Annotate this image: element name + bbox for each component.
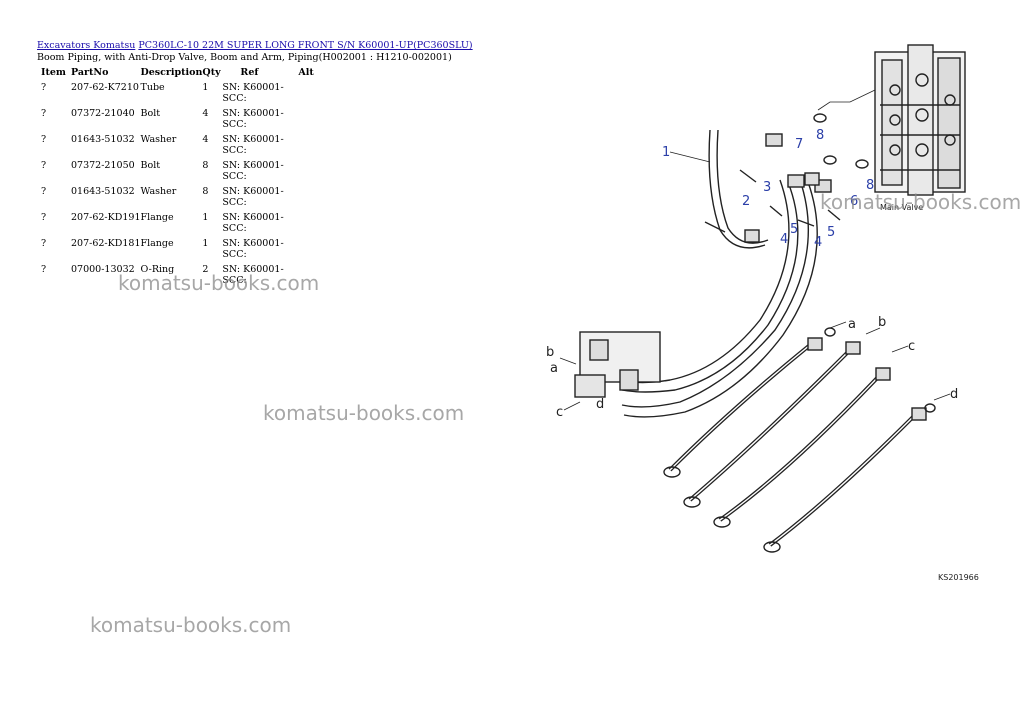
callout-5a: 5 [790, 222, 798, 237]
header-item: Item [41, 66, 66, 78]
header-qty: Qty [202, 66, 221, 78]
cell-description: Washer [140, 134, 177, 145]
callout-c-left: c [556, 405, 563, 420]
header-ref: Ref [240, 66, 259, 78]
cell-alt [298, 212, 318, 238]
parts-table: Item PartNo Description Qty Ref Alt ? 20… [37, 66, 318, 290]
callout-d-left: d [596, 397, 604, 412]
cell-item: ? [41, 212, 47, 223]
cell-ref: SN: K60001-SCC: [222, 264, 284, 286]
callout-a-right: a [848, 317, 856, 332]
callout-b-right: b [878, 315, 886, 330]
table-row: ? 07372-21040 Bolt 4 SN: K60001-SCC: [37, 108, 318, 134]
callout-d-right: d [950, 387, 958, 402]
cell-ref: SN: K60001-SCC: [222, 108, 284, 130]
cell-item: ? [41, 108, 47, 119]
callout-6: 6 [850, 194, 858, 209]
cell-item: ? [41, 264, 47, 275]
cell-item: ? [41, 160, 47, 171]
callout-b-left: b [546, 345, 554, 360]
parts-diagram: 1 2 3 4 4 5 5 6 7 8 8 a b c d b a c d Ma… [546, 44, 979, 582]
cell-ref: SN: K60001-SCC: [222, 134, 284, 156]
callout-2: 2 [742, 194, 750, 209]
cell-qty: 4 [202, 134, 209, 145]
cell-description: Tube [140, 82, 165, 93]
header-alt: Alt [298, 66, 314, 78]
cell-ref: SN: K60001-SCC: [222, 212, 284, 234]
table-row: ? 07372-21050 Bolt 8 SN: K60001-SCC: [37, 160, 318, 186]
callout-4a: 4 [780, 232, 788, 247]
cell-qty: 8 [202, 160, 209, 171]
cell-item: ? [41, 134, 47, 145]
cell-qty: 1 [202, 212, 209, 223]
table-row: ? 207-62-K7210 Tube 1 SN: K60001-SCC: [37, 82, 318, 108]
watermark: komatsu-books.com [820, 190, 1022, 214]
callout-a-left: a [550, 361, 558, 376]
cell-partno: 07372-21050 [71, 160, 135, 171]
cell-alt [298, 238, 318, 264]
header-description: Description [140, 66, 203, 78]
cell-alt [298, 134, 318, 160]
callout-3: 3 [763, 180, 771, 195]
main-valve-label: Main Valve [880, 203, 923, 212]
table-row: ? 01643-51032 Washer 4 SN: K60001-SCC: [37, 134, 318, 160]
cell-ref: SN: K60001-SCC: [222, 82, 284, 104]
cell-partno: 07000-13032 [71, 264, 135, 275]
callout-8b: 8 [866, 178, 874, 193]
cell-ref: SN: K60001-SCC: [222, 186, 284, 208]
cell-alt [298, 186, 318, 212]
callout-8a: 8 [816, 128, 824, 143]
breadcrumb-link-model[interactable]: PC360LC-10 22M SUPER LONG FRONT S/N K600… [138, 40, 473, 51]
cell-description: Washer [140, 186, 177, 197]
cell-alt [298, 108, 318, 134]
callout-c-right: c [908, 339, 915, 354]
cell-ref: SN: K60001-SCC: [222, 160, 284, 182]
cell-qty: 4 [202, 108, 209, 119]
table-header-row: Item PartNo Description Qty Ref Alt [37, 66, 318, 82]
cell-description: Bolt [140, 108, 161, 119]
cell-qty: 1 [202, 82, 209, 93]
cell-item: ? [41, 82, 47, 93]
cell-item: ? [41, 186, 47, 197]
breadcrumb: Excavators Komatsu PC360LC-10 22M SUPER … [37, 40, 473, 52]
callout-7: 7 [795, 137, 803, 152]
cell-qty: 1 [202, 238, 209, 249]
callout-1: 1 [662, 145, 670, 160]
callout-4b: 4 [814, 235, 822, 250]
main-valve-drawing [874, 44, 966, 196]
cell-item: ? [41, 238, 47, 249]
cell-description: Flange [140, 212, 174, 223]
cell-alt [298, 82, 318, 108]
table-row: ? 207-62-KD191 Flange 1 SN: K60001-SCC: [37, 212, 318, 238]
cell-qty: 8 [202, 186, 209, 197]
watermark: komatsu-books.com [263, 401, 465, 425]
table-row: ? 207-62-KD181 Flange 1 SN: K60001-SCC: [37, 238, 318, 264]
cell-partno: 07372-21040 [71, 108, 135, 119]
cell-ref: SN: K60001-SCC: [222, 238, 284, 260]
cell-partno: 01643-51032 [71, 186, 135, 197]
cell-description: O-Ring [140, 264, 175, 275]
header-partno: PartNo [71, 66, 109, 78]
page-title: Boom Piping, with Anti-Drop Valve, Boom … [37, 52, 452, 63]
cell-partno: 01643-51032 [71, 134, 135, 145]
watermark: komatsu-books.com [118, 271, 320, 295]
cell-partno: 207-62-K7210 [71, 82, 139, 93]
watermark: komatsu-books.com [90, 613, 292, 637]
table-row: ? 07000-13032 O-Ring 2 SN: K60001-SCC: [37, 264, 318, 290]
callout-5b: 5 [827, 225, 835, 240]
cell-description: Flange [140, 238, 174, 249]
cell-partno: 207-62-KD191 [71, 212, 141, 223]
cell-description: Bolt [140, 160, 161, 171]
table-row: ? 01643-51032 Washer 8 SN: K60001-SCC: [37, 186, 318, 212]
cell-qty: 2 [202, 264, 209, 275]
diagram-code: KS201966 [938, 573, 979, 582]
cell-partno: 207-62-KD181 [71, 238, 141, 249]
breadcrumb-link-category[interactable]: Excavators Komatsu [37, 40, 136, 51]
cell-alt [298, 160, 318, 186]
